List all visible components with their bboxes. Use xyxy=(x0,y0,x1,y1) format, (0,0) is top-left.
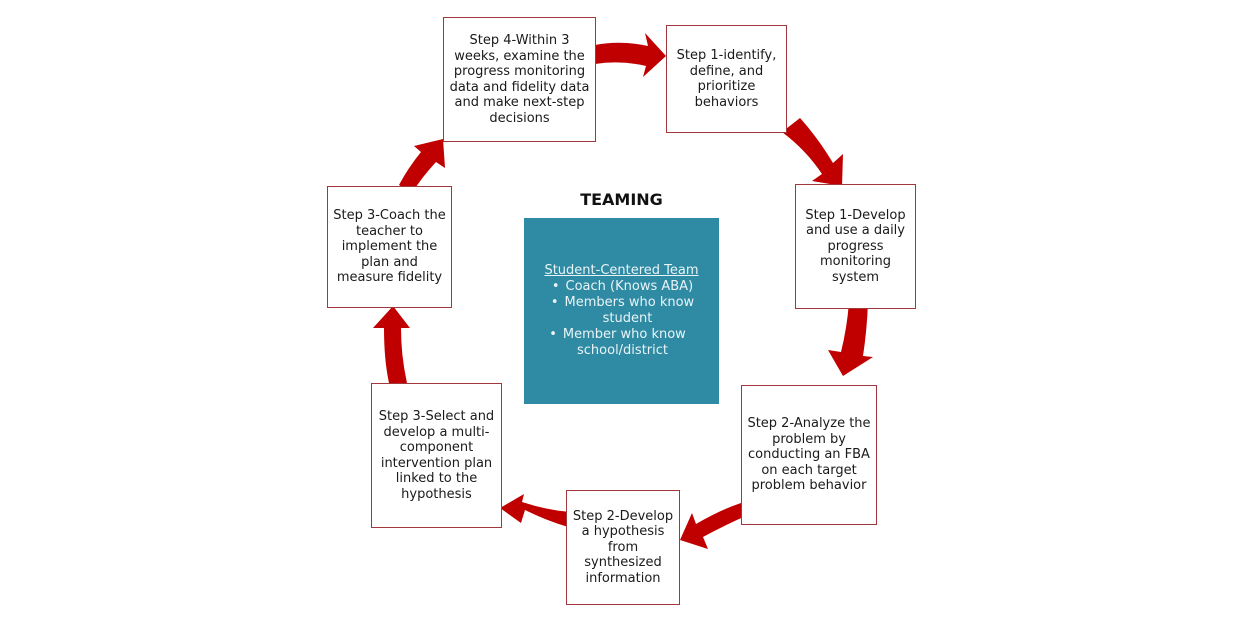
team-member-item: Coach (Knows ABA) xyxy=(541,279,703,295)
step-text: Step 1-identify, define, and prioritize … xyxy=(676,48,777,110)
step-box-step2-analyze: Step 2-Analyze the problem by conducting… xyxy=(741,385,877,525)
arrow-step4-to-step1-identify xyxy=(595,33,666,77)
team-member-item: Members who know student xyxy=(541,295,703,327)
step-box-step4-review: Step 4-Within 3 weeks, examine the progr… xyxy=(443,17,596,142)
step-box-step1-identify: Step 1-identify, define, and prioritize … xyxy=(666,25,787,133)
student-centered-team-box: Student-Centered Team Coach (Knows ABA) … xyxy=(524,218,719,404)
step-text: Step 2-Develop a hypothesis from synthes… xyxy=(572,508,674,586)
team-heading: Student-Centered Team xyxy=(544,263,699,278)
arrow-step1-develop-to-step2-analyze xyxy=(828,302,873,376)
step-text: Step 3-Coach the teacher to implement th… xyxy=(333,208,446,286)
arrow-step1-identify-to-step1-develop xyxy=(782,118,843,186)
step-box-step2-hypothesis: Step 2-Develop a hypothesis from synthes… xyxy=(566,490,680,605)
teaming-title: TEAMING xyxy=(580,190,663,209)
step-box-step3-coach: Step 3-Coach the teacher to implement th… xyxy=(327,186,452,308)
team-member-list: Coach (Knows ABA) Members who know stude… xyxy=(541,279,703,359)
team-member-item: Member who know school/district xyxy=(541,327,693,359)
step-box-step3-select: Step 3-Select and develop a multi-compon… xyxy=(371,383,502,528)
arrow-step2-analyze-to-step2-hypothesis xyxy=(680,503,748,549)
step-text: Step 1-Develop and use a daily progress … xyxy=(805,207,906,285)
arrow-step2-hypothesis-to-step3-select xyxy=(500,494,570,527)
step-text: Step 4-Within 3 weeks, examine the progr… xyxy=(449,33,590,126)
step-text: Step 3-Select and develop a multi-compon… xyxy=(378,409,495,502)
step-text: Step 2-Analyze the problem by conducting… xyxy=(747,416,871,494)
arrow-step3-select-to-step3-coach xyxy=(373,306,410,383)
step-box-step1-develop: Step 1-Develop and use a daily progress … xyxy=(795,184,916,309)
arrow-step3-coach-to-step4-review xyxy=(399,139,445,193)
